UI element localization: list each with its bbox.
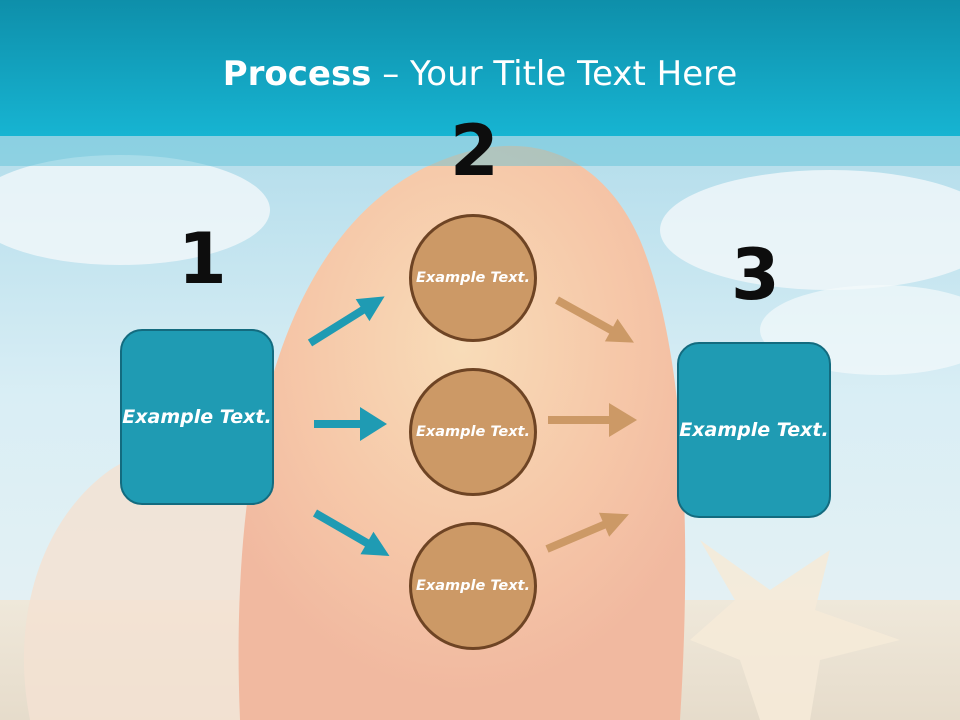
step-1-box: Example Text. bbox=[120, 329, 274, 505]
circle-bottom-text: Example Text. bbox=[415, 577, 531, 594]
step-number-1: 1 bbox=[178, 218, 227, 300]
tan-arrows bbox=[545, 296, 637, 553]
circle-middle-text: Example Text. bbox=[415, 423, 531, 440]
step-1-box-text: Example Text. bbox=[122, 405, 272, 428]
step-2-circle-bottom: Example Text. bbox=[409, 522, 537, 650]
slide-title: Process – Your Title Text Here bbox=[0, 52, 960, 96]
arrow-to-middle-circle bbox=[314, 407, 387, 441]
circle-top-text: Example Text. bbox=[415, 269, 531, 286]
step-number-2: 2 bbox=[450, 110, 499, 192]
arrow-from-top-circle bbox=[555, 296, 634, 343]
step-2-circle-top: Example Text. bbox=[409, 214, 537, 342]
step-2-circle-middle: Example Text. bbox=[409, 368, 537, 496]
arrow-from-bottom-circle bbox=[545, 512, 629, 553]
teal-arrows bbox=[307, 296, 390, 556]
arrow-to-bottom-circle bbox=[313, 509, 390, 556]
arrow-to-top-circle bbox=[307, 296, 385, 347]
title-bold: Process bbox=[222, 54, 372, 94]
step-3-box-text: Example Text. bbox=[679, 418, 829, 441]
title-rest: – Your Title Text Here bbox=[371, 54, 738, 94]
step-number-3: 3 bbox=[731, 234, 780, 316]
arrow-from-middle-circle bbox=[548, 403, 637, 437]
step-3-box: Example Text. bbox=[677, 342, 831, 518]
